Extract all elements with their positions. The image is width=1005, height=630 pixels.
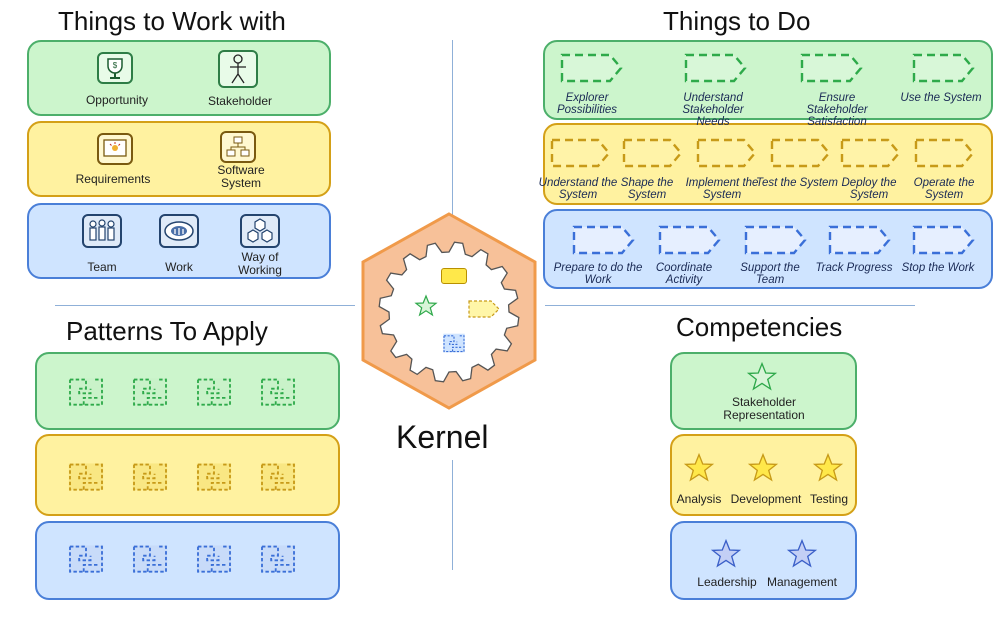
kernel-pattern-icon	[440, 333, 468, 353]
opportunity-label: Opportunity	[85, 93, 149, 107]
requirements-label: Requirements	[75, 172, 151, 186]
activity-label: Support the Team	[740, 262, 800, 286]
competencies-heading: Competencies	[676, 312, 843, 342]
team-label: Team	[87, 260, 117, 274]
activity-arrow-icon	[684, 52, 748, 84]
stakeholder-representation-label: Stakeholder Representation	[723, 395, 805, 422]
gear-icon	[378, 241, 520, 383]
activity-label: Understand Stakeholder Needs	[682, 92, 744, 128]
activity-label: Stop the Work	[901, 262, 975, 274]
kernel-hexagon	[359, 212, 539, 412]
testing-star-icon	[812, 452, 844, 484]
team-icon	[82, 214, 122, 248]
pattern-icon	[190, 375, 238, 407]
pattern-icon	[190, 460, 238, 492]
svg-text:$: $	[113, 61, 118, 70]
activity-arrow-icon	[912, 224, 976, 256]
stakeholder-representation-star-icon	[746, 361, 778, 393]
activity-arrow-icon	[828, 224, 892, 256]
software-system-icon	[220, 131, 256, 163]
pattern-icon	[62, 460, 110, 492]
vertical-divider-bottom	[452, 460, 453, 570]
vertical-divider-top	[452, 40, 453, 240]
leadership-label: Leadership	[697, 575, 757, 589]
analysis-star-icon	[683, 452, 715, 484]
stakeholder-label: Stakeholder	[207, 94, 273, 108]
kernel-activity-icon	[467, 299, 501, 319]
competencies-customer-panel	[670, 352, 857, 430]
activity-label: Track Progress	[815, 262, 893, 274]
pattern-icon	[254, 375, 302, 407]
activity-arrow-icon	[560, 52, 624, 84]
pattern-icon	[62, 375, 110, 407]
pattern-icon	[126, 542, 174, 574]
activity-arrow-icon	[744, 224, 808, 256]
leadership-star-icon	[710, 538, 742, 570]
activity-label: Understand the System	[538, 177, 618, 201]
activity-label: Test the System	[755, 177, 839, 189]
activity-label: Shape the System	[620, 177, 674, 201]
kernel-yellow-box	[441, 268, 467, 284]
work-with-solution-panel	[27, 121, 331, 197]
kernel-label: Kernel	[396, 419, 489, 455]
activity-label: Use the System	[900, 92, 982, 104]
activity-arrow-icon	[658, 224, 722, 256]
activity-label: Coordinate Activity	[655, 262, 713, 286]
activity-arrow-icon	[572, 224, 636, 256]
work-with-customer-panel	[27, 40, 331, 116]
activity-label: Explorer Possibilities	[556, 92, 618, 116]
software-system-label: Software System	[217, 163, 265, 190]
activity-label: Ensure Stakeholder Satisfaction	[806, 92, 868, 128]
analysis-label: Analysis	[676, 492, 722, 506]
competencies-endeavor-panel	[670, 521, 857, 600]
activity-arrow-icon	[912, 52, 976, 84]
development-star-icon	[747, 452, 779, 484]
pattern-icon	[254, 460, 302, 492]
kernel-star-icon	[414, 294, 438, 318]
management-star-icon	[786, 538, 818, 570]
management-label: Management	[766, 575, 838, 589]
development-label: Development	[730, 492, 802, 506]
pattern-icon	[62, 542, 110, 574]
activity-arrow-icon	[914, 137, 976, 169]
horizontal-divider-right	[545, 305, 915, 306]
activity-label: Implement the System	[685, 177, 759, 201]
activity-arrow-icon	[696, 137, 758, 169]
way-of-working-label: Way of Working	[238, 250, 282, 277]
activity-arrow-icon	[840, 137, 902, 169]
work-icon	[159, 214, 199, 248]
requirements-icon	[97, 133, 133, 165]
things-to-work-with-heading: Things to Work with	[58, 6, 286, 36]
activity-arrow-icon	[800, 52, 864, 84]
activity-arrow-icon	[622, 137, 684, 169]
stakeholder-person-icon	[218, 50, 258, 88]
way-of-working-icon	[240, 214, 280, 248]
pattern-icon	[126, 460, 174, 492]
activity-label: Deploy the System	[841, 177, 897, 201]
testing-label: Testing	[809, 492, 849, 506]
patterns-to-apply-heading: Patterns To Apply	[66, 316, 268, 346]
activity-label: Prepare to do the Work	[553, 262, 643, 286]
pattern-icon	[254, 542, 302, 574]
activity-arrow-icon	[550, 137, 612, 169]
horizontal-divider-left	[55, 305, 355, 306]
pattern-icon	[126, 375, 174, 407]
pattern-icon	[190, 542, 238, 574]
activity-arrow-icon	[770, 137, 832, 169]
activity-label: Operate the System	[913, 177, 975, 201]
opportunity-trophy-icon: $	[97, 52, 133, 84]
work-label: Work	[165, 260, 193, 274]
things-to-do-heading: Things to Do	[663, 6, 811, 36]
